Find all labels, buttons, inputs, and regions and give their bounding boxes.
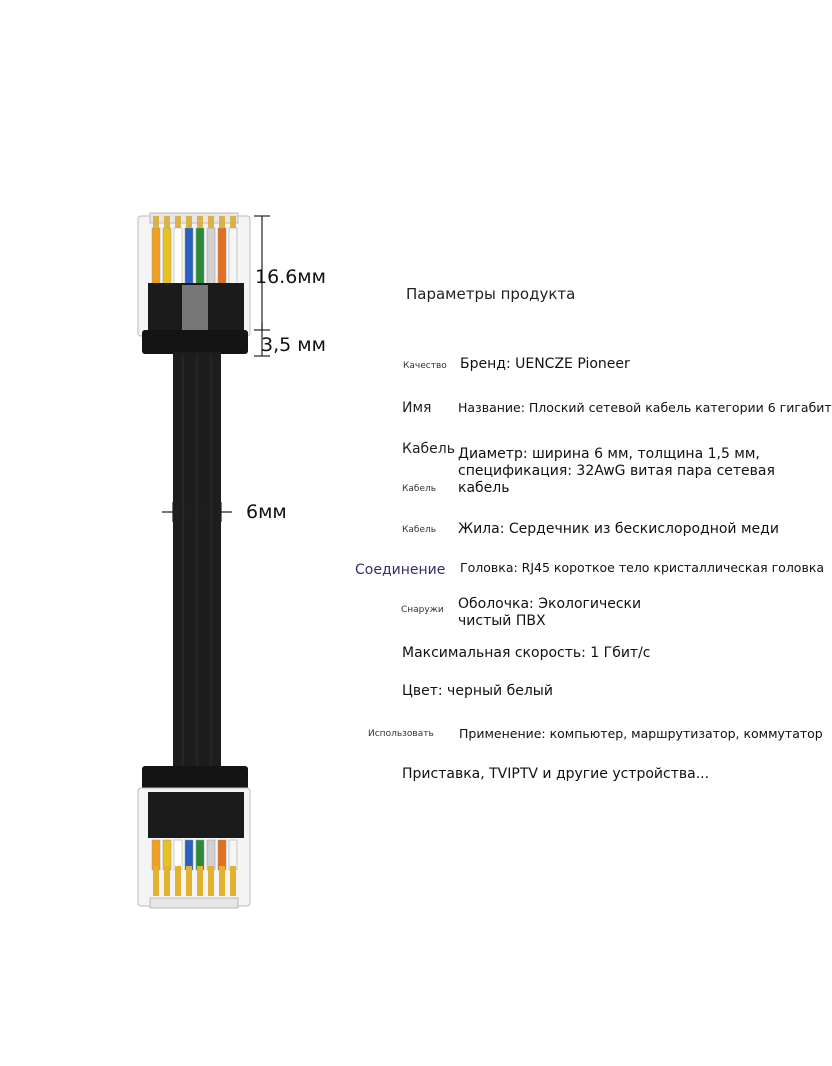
bottom-wire-strand: [228, 839, 238, 871]
bottom-wire-strand: [184, 839, 194, 871]
spec-label-name: Имя: [402, 400, 432, 416]
bottom-gold-pin: [186, 866, 192, 896]
bottom-wire-strand: [173, 839, 183, 871]
spec-value-core: Жила: Сердечник из бескислородной меди: [458, 521, 779, 537]
top-gold-pin: [175, 216, 181, 228]
bottom-wire-strand: [206, 839, 216, 871]
spec-value-color: Цвет: черный белый: [402, 683, 553, 699]
top-boot: [142, 330, 248, 354]
boot-height-label: 3,5 мм: [261, 334, 326, 356]
bottom-gold-pin: [175, 866, 181, 896]
bottom-wire-strand: [217, 839, 227, 871]
top-gold-pin: [153, 216, 159, 228]
spec-value-name: Название: Плоский сетевой кабель категор…: [458, 400, 832, 415]
top-gold-pin: [164, 216, 170, 228]
top-gold-pin: [230, 216, 236, 228]
bottom-gold-pin: [197, 866, 203, 896]
bottom-gold-pin: [219, 866, 225, 896]
connector-height-label: 16.6мм: [255, 266, 326, 288]
bottom-wire-strand: [195, 839, 205, 871]
specs-title: Параметры продукта: [406, 285, 576, 303]
spec-label-cable-small: Кабель: [402, 484, 437, 494]
bottom-gold-pin: [208, 866, 214, 896]
spec-value-speed: Максимальная скорость: 1 Гбит/с: [402, 645, 651, 661]
spec-value-application: Применение: компьютер, маршрутизатор, ко…: [459, 726, 823, 741]
spec-label-connection: Соединение: [355, 562, 446, 578]
bottom-gold-pin: [230, 866, 236, 896]
bottom-wire-strand: [151, 839, 161, 871]
spec-value-sheath: Оболочка: Экологически чистый ПВХ: [458, 596, 642, 629]
top-wire-strand: [151, 227, 161, 285]
spec-value-brand: Бренд: UENCZE Pioneer: [460, 356, 630, 372]
bottom-boot: [142, 766, 248, 790]
spec-label-outside: Снаружи: [401, 605, 444, 615]
top-gold-pin: [197, 216, 203, 228]
top-wire-strand: [217, 227, 227, 285]
cable-width-label: 6мм: [246, 501, 287, 523]
spec-value-devices: Приставка, TVIPTV и другие устройства...: [402, 766, 710, 782]
spec-label-quality: Качество: [403, 361, 447, 371]
bottom-rj45-connector: [137, 787, 251, 909]
flat-cable-illustration: [137, 212, 270, 909]
spec-label-core: Кабель: [402, 525, 437, 535]
dimension-3-5-marker: [254, 322, 270, 357]
bottom-gold-pin: [164, 866, 170, 896]
bottom-gold-pin: [153, 866, 159, 896]
spec-value-head: Головка: RJ45 короткое тело кристалличес…: [460, 560, 825, 575]
spec-label-cable: Кабель: [402, 441, 455, 457]
top-wire-strand: [162, 227, 172, 285]
top-wire-strand: [206, 227, 216, 285]
dimension-6-marker: [162, 502, 232, 522]
top-wire-strand: [228, 227, 238, 285]
bottom-wire-strand: [162, 839, 172, 871]
top-wire-strand: [195, 227, 205, 285]
top-wire-strand: [173, 227, 183, 285]
top-gold-pin: [208, 216, 214, 228]
top-gold-pin: [186, 216, 192, 228]
top-gold-pin: [219, 216, 225, 228]
spec-label-use: Использовать: [368, 729, 434, 739]
top-wire-strand: [184, 227, 194, 285]
top-rj45-connector: [137, 212, 251, 337]
spec-value-diameter: Диаметр: ширина 6 мм, толщина 1,5 мм, сп…: [458, 446, 775, 496]
